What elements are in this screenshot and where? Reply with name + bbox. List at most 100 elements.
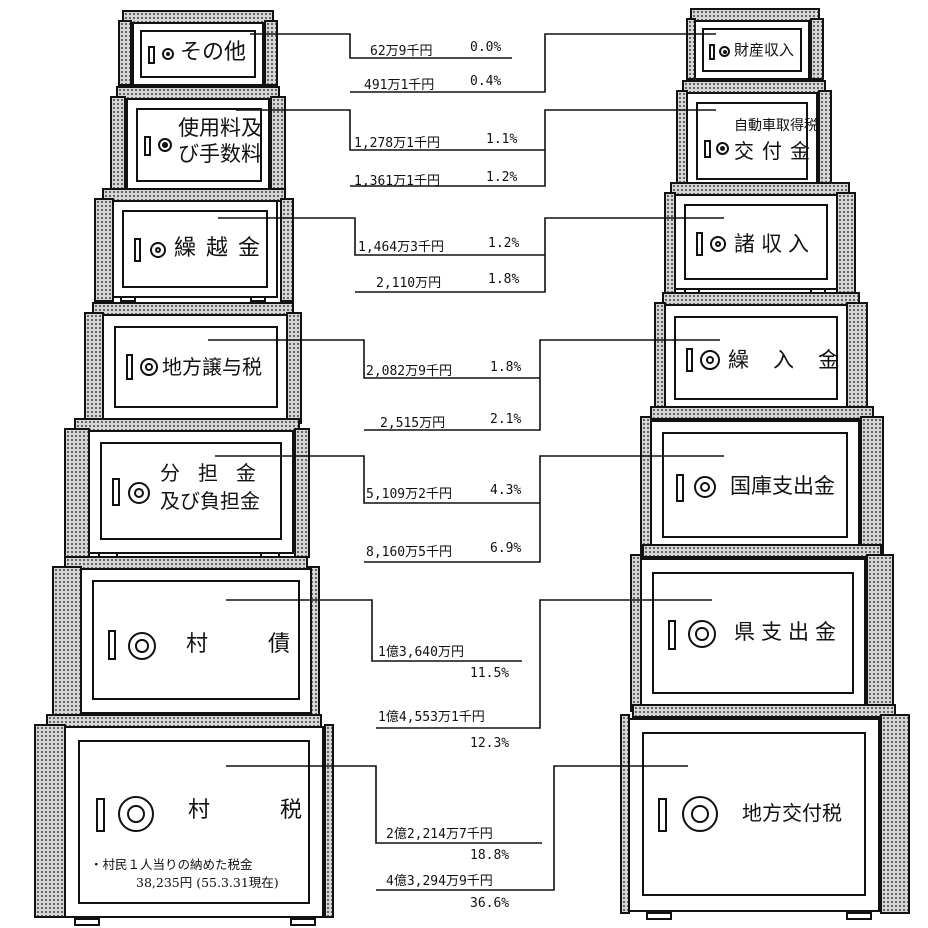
safe-label-right: 税 (280, 798, 303, 823)
safe-side (324, 724, 334, 918)
safe-door-panel: 分担金 及び負担金 (100, 442, 282, 540)
safe-front: 諸収入 (674, 194, 838, 290)
pct-misc-income: 1.8% (488, 272, 520, 287)
safe-label-line1: 自動車取得税 (734, 118, 818, 134)
safe-carryover: 繰越金 (94, 188, 294, 302)
amount-village-tax: 2億2,214万7千円 (386, 827, 493, 842)
handle-icon (148, 46, 155, 64)
pct-village-tax: 18.8% (470, 848, 510, 863)
amount-village-bonds: 1億3,640万円 (378, 645, 464, 660)
safe-front: 繰越金 (112, 200, 278, 298)
safe-door-panel: 繰越金 (122, 210, 268, 288)
connector-line (376, 599, 712, 729)
handle-icon (144, 136, 151, 156)
safe-label: 財産収入 (734, 41, 795, 59)
connector-line (236, 109, 545, 151)
handle-icon (134, 238, 141, 262)
connector-line (376, 765, 688, 891)
safe-village-bonds: 村 債 (52, 556, 320, 718)
handle-icon (686, 348, 693, 372)
safe-top (662, 292, 860, 306)
safe-label: 地方譲与税 (162, 355, 262, 379)
safe-front: その他 (132, 22, 264, 86)
dial-icon (128, 482, 150, 504)
amount-transfers-in: 2,515万円 (380, 416, 446, 431)
safe-top (632, 704, 896, 718)
pct-carryover: 1.2% (488, 236, 520, 251)
amount-property-income: 491万1千円 (364, 78, 435, 93)
safe-door-panel: 諸収入 (684, 204, 828, 280)
safe-contributions: 分担金 及び負担金 (64, 418, 310, 558)
handle-icon (126, 354, 133, 380)
safe-front: 分担金 及び負担金 (88, 430, 294, 554)
amount-carryover: 1,464万3千円 (358, 240, 444, 255)
dial-icon (118, 796, 154, 832)
pct-auto-tax-grant: 1.2% (486, 170, 518, 185)
safe-door-panel: 村 債 (92, 580, 300, 700)
connector-line (208, 339, 540, 379)
safe-label-line2: び手数料 (178, 142, 262, 166)
connector-line (226, 599, 522, 662)
safe-front: 村 税 ・村民１人当りの納めた税金 38,235円 (55.3.31現在) (64, 726, 324, 918)
safe-top (650, 406, 874, 420)
dial-icon (682, 796, 718, 832)
dial-icon (140, 358, 158, 376)
amount-local-transfer-tax: 2,082万9千円 (366, 364, 452, 379)
amount-usage-fees: 1,278万1千円 (354, 136, 440, 151)
safe-side (280, 198, 294, 302)
handle-icon (704, 140, 711, 158)
connector-line (250, 33, 512, 59)
pct-usage-fees: 1.1% (486, 132, 518, 147)
safe-side (818, 90, 832, 190)
safe-label-line2: 交付金 (734, 139, 818, 163)
dial-icon (716, 142, 729, 155)
safe-door-panel: 財産収入 (702, 28, 802, 72)
handle-icon (96, 798, 105, 832)
safe-property-income: 財産収入 (686, 8, 824, 80)
safe-village-tax: 村 税 ・村民１人当りの納めた税金 38,235円 (55.3.31現在) (34, 714, 334, 926)
dial-icon (710, 236, 726, 252)
safe-top (642, 544, 882, 558)
dial-icon (162, 48, 174, 60)
dial-icon (719, 46, 730, 57)
handle-icon (696, 232, 703, 256)
safe-foot (290, 918, 316, 926)
amount-contributions: 5,109万2千円 (366, 487, 452, 502)
safe-label-left: 村 (186, 632, 209, 657)
safe-front: 繰入金 (664, 304, 848, 412)
safe-foot (250, 296, 266, 302)
pct-property-income: 0.4% (470, 74, 502, 89)
dial-icon (688, 620, 716, 648)
safe-side (52, 566, 82, 718)
safe-foot (120, 296, 136, 302)
safe-side (94, 198, 114, 302)
amount-other: 62万9千円 (370, 44, 433, 59)
safe-top (92, 302, 294, 316)
safe-label-line1: 分担金 (160, 461, 274, 485)
safe-label: その他 (180, 40, 247, 65)
safe-door-panel: 地方譲与税 (114, 326, 278, 408)
safe-label-right: 債 (268, 632, 291, 657)
safe-other: その他 (118, 10, 278, 86)
safe-label: 繰越金 (174, 236, 271, 261)
handle-icon (668, 620, 676, 650)
safe-top (74, 418, 300, 432)
safe-label: 地方交付税 (742, 801, 842, 825)
connector-line (350, 109, 716, 187)
connector-line (215, 455, 540, 504)
safe-door-panel: その他 (140, 30, 256, 78)
safe-top (670, 182, 850, 196)
safe-misc-income: 諸収入 (664, 182, 856, 294)
pct-prefectural-disbursement: 12.3% (470, 736, 510, 751)
safe-label: 諸収入 (734, 232, 815, 256)
safe-door-panel: 国庫支出金 (662, 432, 848, 538)
safe-transfers-in: 繰入金 (654, 292, 868, 416)
connector-line (226, 765, 542, 844)
connector-line (350, 33, 716, 93)
safe-foot (646, 912, 672, 920)
safe-side (866, 554, 894, 712)
safe-side (860, 416, 884, 556)
handle-icon (658, 798, 667, 832)
safe-side (264, 20, 278, 86)
pct-national-treasury: 6.9% (490, 541, 522, 556)
